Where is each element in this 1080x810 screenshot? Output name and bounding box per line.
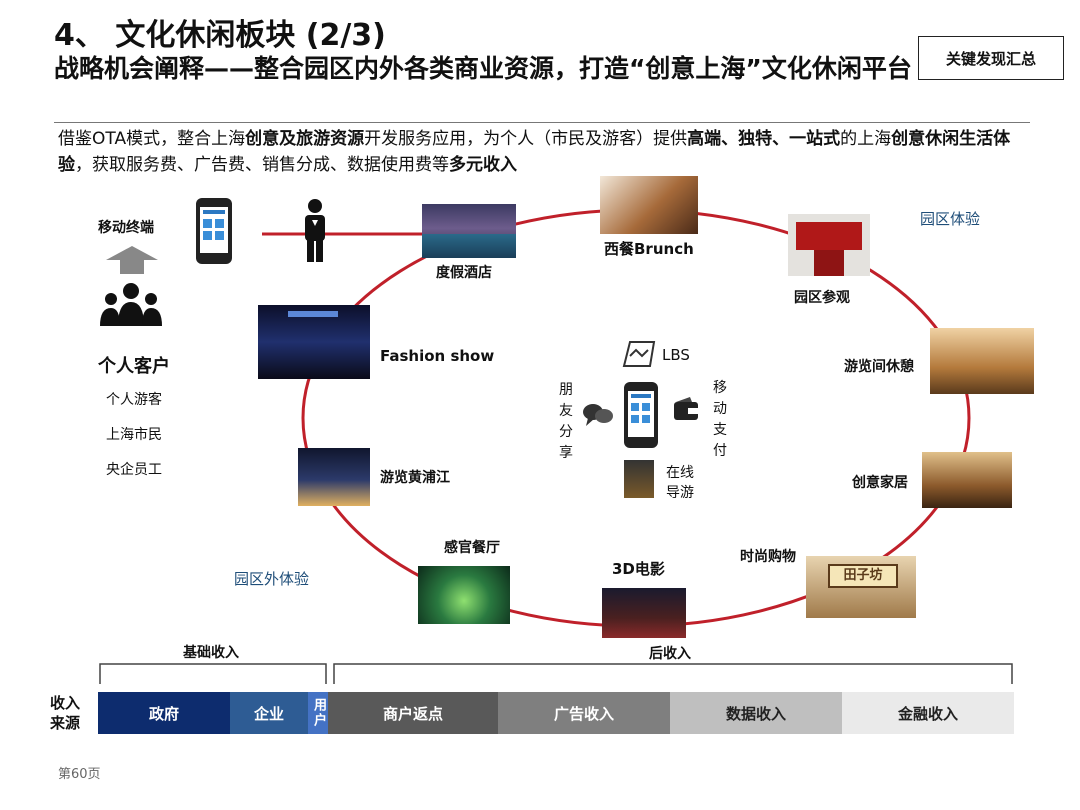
base-revenue-label: 基础收入 <box>180 642 242 662</box>
revenue-segment-enterprise: 企业 <box>230 692 308 734</box>
revenue-segment-ad: 广告收入 <box>498 692 670 734</box>
page-number: 第60页 <box>58 763 101 782</box>
revenue-row-label: 收入 来源 <box>50 693 90 733</box>
revenue-row-label-line: 来源 <box>50 713 90 733</box>
revenue-segment-user: 用户 <box>308 692 328 734</box>
revenue-segment-merchant-rebate: 商户返点 <box>328 692 498 734</box>
revenue-segment-finance: 金融收入 <box>842 692 1014 734</box>
revenue-bar: 政府 企业 用户 商户返点 广告收入 数据收入 金融收入 <box>98 692 1014 734</box>
revenue-segment-government: 政府 <box>98 692 230 734</box>
revenue-segment-data: 数据收入 <box>670 692 842 734</box>
revenue-row-label-line: 收入 <box>50 693 90 713</box>
post-revenue-label: 后收入 <box>646 643 694 663</box>
